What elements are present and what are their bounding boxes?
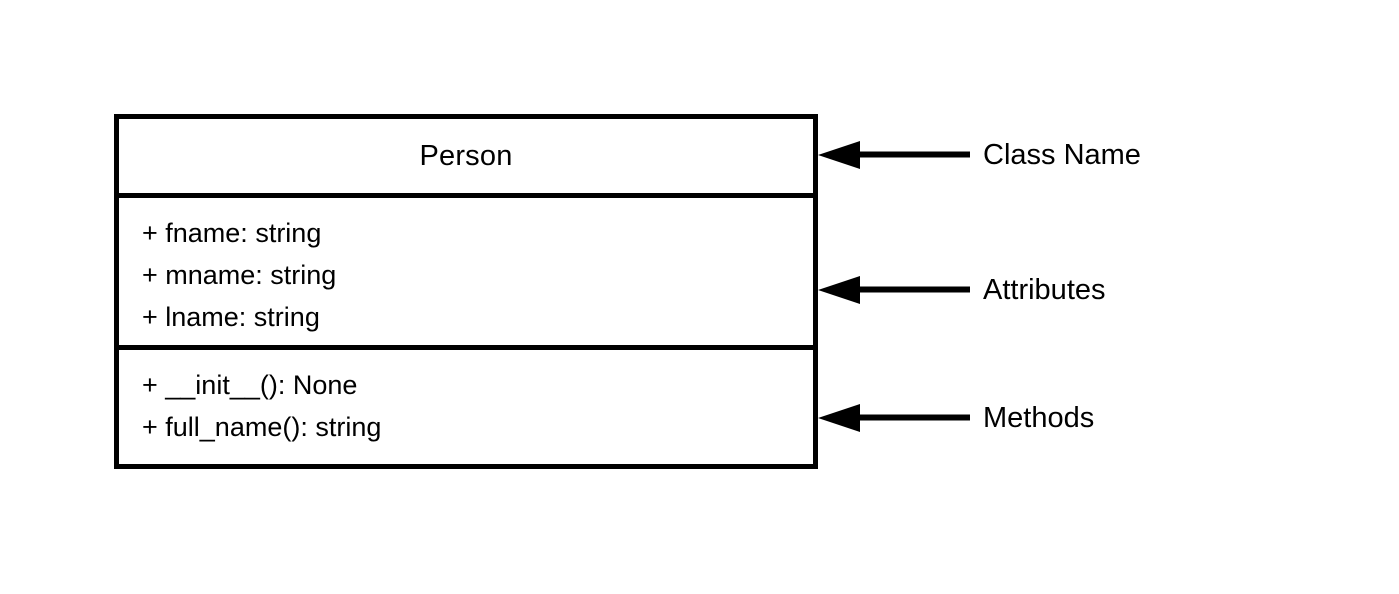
attributes-compartment: + fname: string + mname: string + lname:… xyxy=(119,198,813,350)
uml-class-box: Person + fname: string + mname: string +… xyxy=(114,114,818,469)
annotation-label-attributes: Attributes xyxy=(983,273,1106,306)
annotation-label-methods: Methods xyxy=(983,401,1095,434)
annotation-attributes: Attributes xyxy=(818,270,1106,310)
left-arrow-icon xyxy=(818,404,970,432)
left-arrow-icon xyxy=(818,276,970,304)
methods-compartment: + __init__(): None + full_name(): string xyxy=(119,350,813,464)
annotation-class-name: Class Name xyxy=(818,135,1141,175)
attribute-item: + lname: string xyxy=(142,302,320,332)
class-name-compartment: Person xyxy=(119,119,813,198)
method-item: + __init__(): None xyxy=(142,370,358,400)
method-item: + full_name(): string xyxy=(142,412,382,442)
attribute-item: + mname: string xyxy=(142,260,337,290)
annotation-label-class-name: Class Name xyxy=(983,138,1141,171)
left-arrow-icon xyxy=(818,141,970,169)
attribute-item: + fname: string xyxy=(142,218,322,248)
class-name-label: Person xyxy=(419,139,513,172)
annotation-methods: Methods xyxy=(818,398,1094,438)
